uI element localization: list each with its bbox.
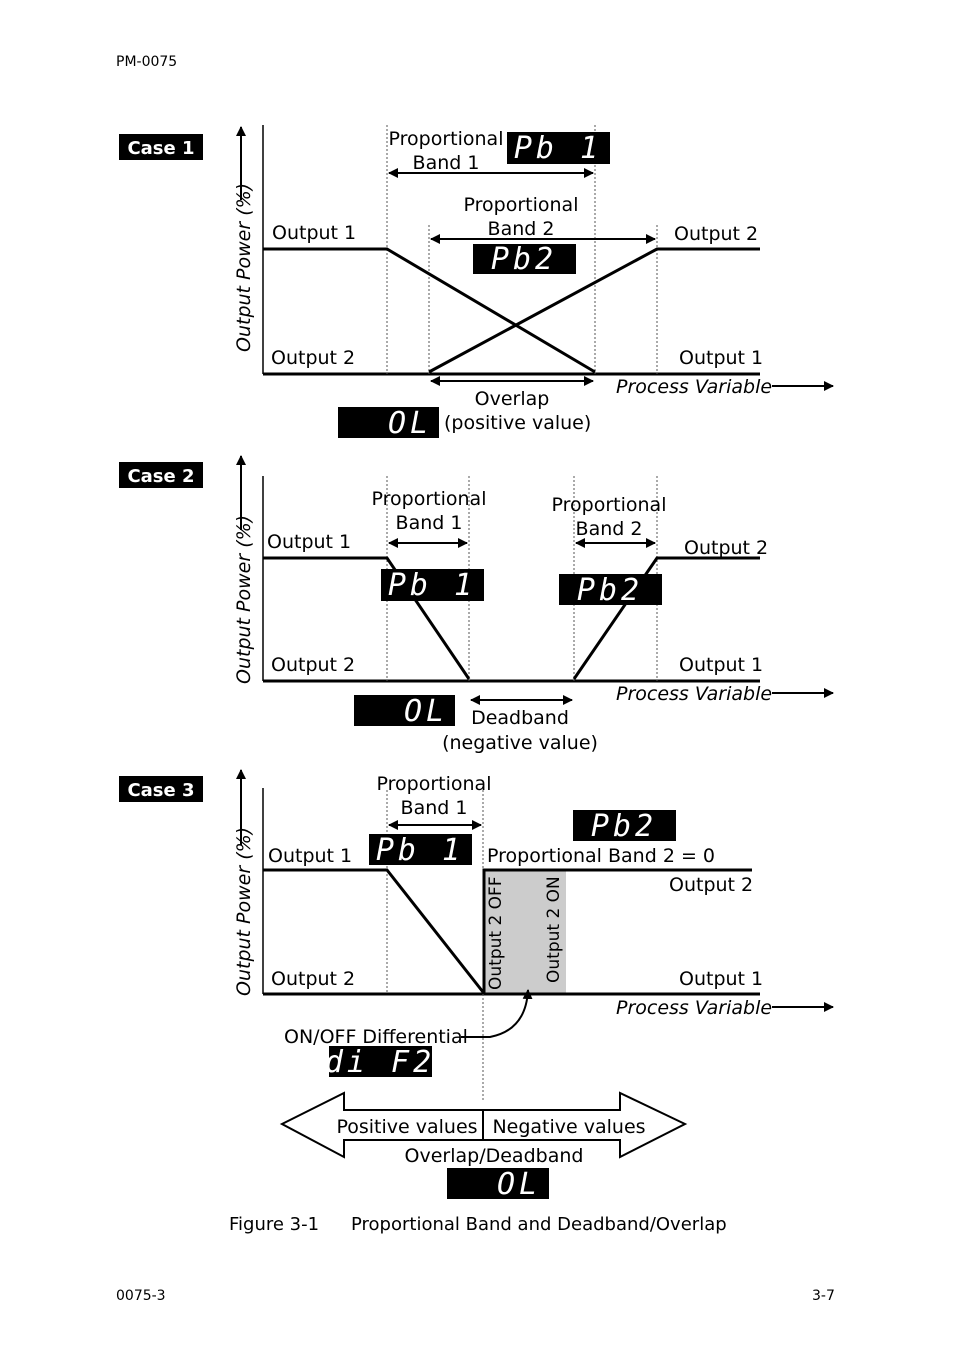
case1-overlap-label: Overlap <box>475 388 550 410</box>
case3-on-region <box>484 870 566 994</box>
case1-y-axis-label: Output Power (%) <box>233 183 255 352</box>
case1-output1-bottom: Output 1 <box>679 347 763 369</box>
case3-onoff-label: ON/OFF Differential <box>284 1026 468 1048</box>
case2-pb2-display-text: Pb2 <box>577 573 643 608</box>
case3-badge-bg <box>119 776 203 802</box>
case1-output2-curve <box>428 247 760 374</box>
case3-dif-display <box>329 1046 432 1077</box>
document-code: PM-0075 <box>116 54 178 70</box>
negative-values-label: Negative values <box>492 1116 645 1138</box>
positive-values-label: Positive values <box>336 1116 477 1138</box>
footer-page-number: 3-7 <box>812 1288 835 1304</box>
case2-x-axis-label: Process Variable <box>616 683 772 705</box>
case2-pb1-display <box>381 569 484 601</box>
case2-output1-top: Output 1 <box>267 531 351 553</box>
case3-pb1-label-1: Proportional <box>377 773 492 795</box>
figure-title: Proportional Band and Deadband/Overlap <box>351 1214 727 1235</box>
case3-pb1-label-2: Band 1 <box>401 797 468 819</box>
case3-dif-display-text: di F2 <box>325 1045 435 1080</box>
case1-badge: Case 1 <box>127 138 194 159</box>
case2-deadband-label: Deadband <box>471 707 569 729</box>
case3-output2-curve <box>482 868 752 994</box>
case2-pb2-label-2: Band 2 <box>576 518 643 540</box>
case1-pb1-display <box>507 132 610 164</box>
case2-pb2-display <box>559 574 662 605</box>
case2-y-axis-label: Output Power (%) <box>233 515 255 684</box>
case2-pb1-label-1: Proportional <box>372 488 487 510</box>
overlap-deadband-scale: Positive values Negative values Overlap/… <box>279 1091 688 1202</box>
case1-diagram: Case 1 Output Power (%) Process Variable… <box>119 125 834 441</box>
case1-ol-display-text: OL <box>388 406 432 441</box>
case2-deadband-note: (negative value) <box>442 732 598 754</box>
case1-ol-note: (positive value) <box>444 412 591 434</box>
case3-badge: Case 3 <box>127 780 194 801</box>
case3-output2-on-label: Output 2 ON <box>544 876 564 983</box>
bottom-ol-display <box>447 1168 549 1199</box>
case1-pb1-display-text: Pb 1 <box>514 131 602 166</box>
case3-pb2-zero-label: Proportional Band 2 = 0 <box>487 845 715 867</box>
case3-x-axis-label: Process Variable <box>616 997 772 1019</box>
case2-pb1-label-2: Band 1 <box>396 512 463 534</box>
footer-document-number: 0075-3 <box>116 1288 166 1304</box>
case3-pb1-display <box>369 834 472 865</box>
case2-output2-bottom: Output 2 <box>271 654 355 676</box>
case2-output2-curve <box>572 556 760 680</box>
case1-ol-display <box>338 407 439 438</box>
figure-number: Figure 3-1 <box>229 1214 319 1235</box>
case3-diagram: Case 3 Output Power (%) Process Variable… <box>119 769 834 1100</box>
case1-pb2-display <box>473 244 576 274</box>
case1-pb2-label-2: Band 2 <box>488 218 555 240</box>
case1-output2-bottom: Output 2 <box>271 347 355 369</box>
case2-pb2-label-1: Proportional <box>552 494 667 516</box>
case3-output1-top: Output 1 <box>268 845 352 867</box>
case1-output1-curve <box>263 247 596 374</box>
case3-onoff-arrow <box>461 989 533 1038</box>
case1-pb2-display-text: Pb2 <box>491 242 557 277</box>
case3-pb2-display-text: Pb2 <box>591 809 657 844</box>
case2-pb1-display-text: Pb 1 <box>388 568 476 603</box>
case2-output2-top: Output 2 <box>684 537 768 559</box>
case2-diagram: Case 2 Output Power (%) Process Variable… <box>119 455 834 754</box>
case3-output2-off-label: Output 2 OFF <box>486 876 506 990</box>
case3-output2-bottom: Output 2 <box>271 968 355 990</box>
case3-pb1-display-text: Pb 1 <box>376 833 464 868</box>
case2-ol-display <box>354 695 455 726</box>
case1-x-axis-label: Process Variable <box>616 376 772 398</box>
case3-y-axis-label: Output Power (%) <box>233 827 255 996</box>
bottom-ol-display-text: OL <box>497 1167 541 1202</box>
case3-output1-curve <box>263 868 485 993</box>
case2-ol-display-text: OL <box>404 694 448 729</box>
case2-output1-bottom: Output 1 <box>679 654 763 676</box>
case2-badge-bg <box>119 462 203 488</box>
case1-output1-top: Output 1 <box>272 222 356 244</box>
case3-output1-bottom: Output 1 <box>679 968 763 990</box>
case1-pb2-label-1: Proportional <box>464 194 579 216</box>
case3-pb2-display <box>573 810 676 841</box>
case2-badge: Case 2 <box>127 466 194 487</box>
case1-output2-top: Output 2 <box>674 223 758 245</box>
case2-output1-curve <box>263 556 471 680</box>
case1-pb1-label-1: Proportional <box>389 128 504 150</box>
overlap-deadband-label: Overlap/Deadband <box>405 1145 584 1167</box>
case1-pb1-label-2: Band 1 <box>413 152 480 174</box>
case3-output2-top: Output 2 <box>669 874 753 896</box>
case1-badge-bg <box>119 134 203 160</box>
